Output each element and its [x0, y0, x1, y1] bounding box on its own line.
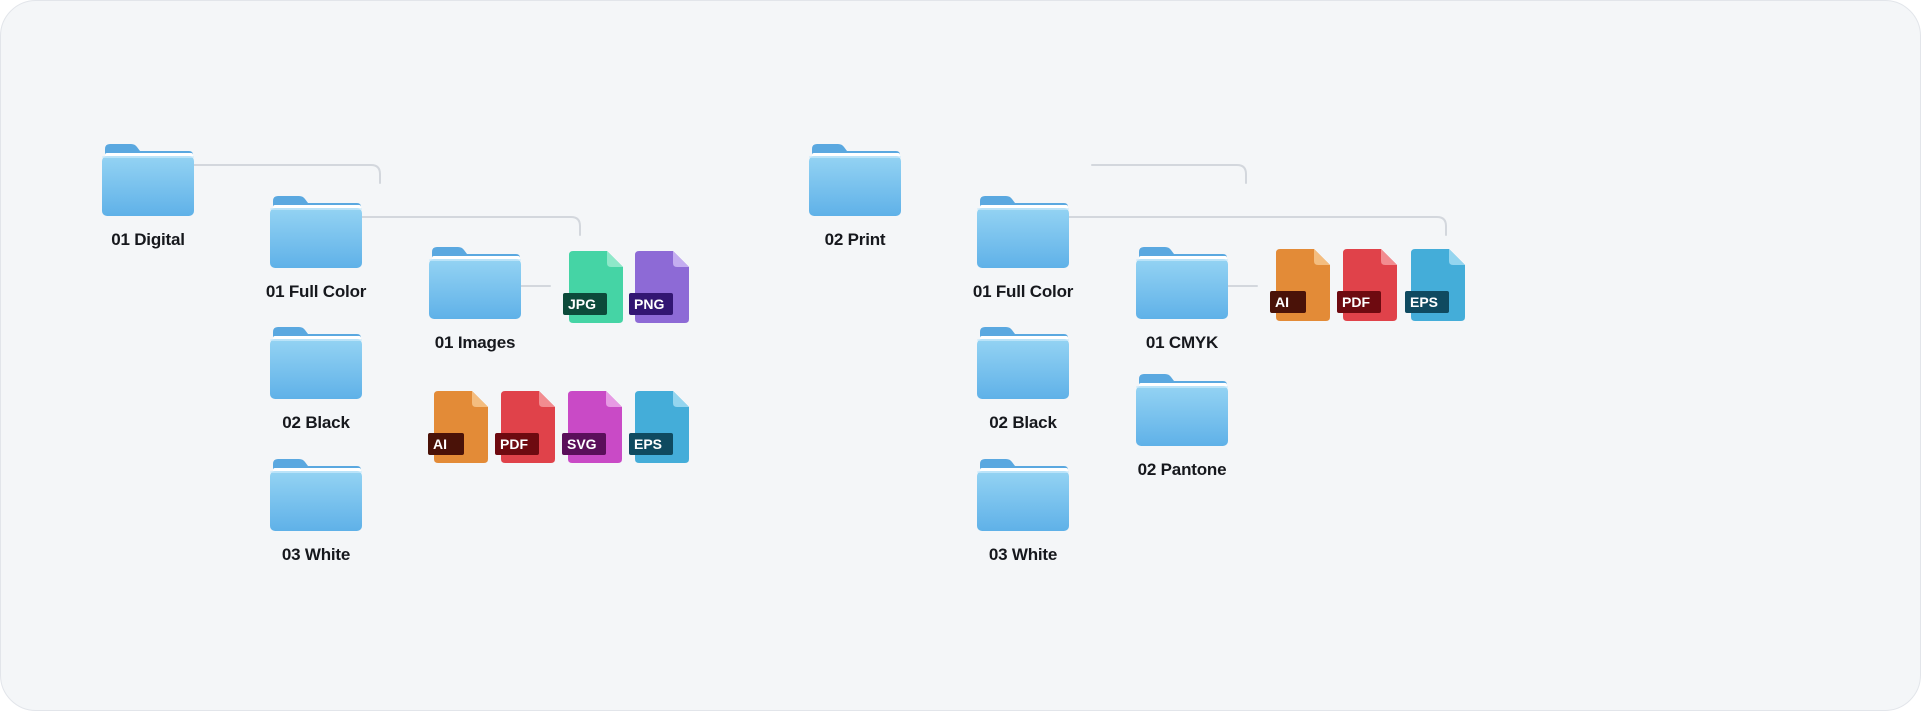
- file-badge: [562, 433, 606, 455]
- file-badge: [1337, 291, 1381, 313]
- file-badge: [1405, 291, 1449, 313]
- pdf-file-icon[interactable]: PDF: [1337, 247, 1399, 323]
- folder-label: 01 Digital: [111, 230, 185, 249]
- svg-file-icon[interactable]: SVG: [562, 389, 624, 465]
- folder-label: 01 Full Color: [265, 282, 367, 301]
- connector-line: [185, 164, 381, 184]
- file-badge: [563, 293, 607, 315]
- png-file-icon[interactable]: PNG: [629, 249, 691, 325]
- folder-icon: [977, 196, 1069, 268]
- connector-line: [1061, 216, 1447, 236]
- folder-icon: [429, 247, 521, 319]
- file-extension: AI: [1275, 294, 1289, 310]
- folder-icon: [102, 144, 194, 216]
- connector-line: [354, 216, 581, 236]
- folder-icon: [270, 196, 362, 268]
- folder-label: 01 Images: [434, 333, 516, 352]
- folder-icon: [977, 459, 1069, 531]
- folder-icon: [809, 144, 901, 216]
- folder-label: 02 Print: [824, 230, 886, 249]
- file-badge: [495, 433, 539, 455]
- folder-label: 02 Black: [989, 413, 1057, 432]
- file-badge: [629, 433, 673, 455]
- folder-icon: [1136, 247, 1228, 319]
- file-extension: EPS: [1410, 294, 1438, 310]
- ai-file-icon[interactable]: AI: [1270, 247, 1332, 323]
- folder-label: 01 Full Color: [972, 282, 1074, 301]
- file-extension: EPS: [634, 436, 662, 452]
- folder-label: 02 Black: [282, 413, 350, 432]
- connector-line: [1091, 164, 1247, 184]
- folder-label: 03 White: [281, 545, 351, 564]
- folder-icon: [270, 327, 362, 399]
- file-extension: AI: [433, 436, 447, 452]
- file-extension: JPG: [568, 296, 596, 312]
- folder-icon: [977, 327, 1069, 399]
- pdf-file-icon[interactable]: PDF: [495, 389, 557, 465]
- ai-file-icon[interactable]: AI: [428, 389, 490, 465]
- folder-icon: [1136, 374, 1228, 446]
- eps-file-icon[interactable]: EPS: [1405, 247, 1467, 323]
- jpg-file-icon[interactable]: JPG: [563, 249, 625, 325]
- folder-icon: [270, 459, 362, 531]
- file-extension: PDF: [500, 436, 528, 452]
- file-badge: [1270, 291, 1306, 313]
- file-extension: SVG: [567, 436, 597, 452]
- folder-label: 03 White: [988, 545, 1058, 564]
- folder-label: 01 CMYK: [1145, 333, 1219, 352]
- file-badge: [428, 433, 464, 455]
- folder-label: 02 Pantone: [1137, 460, 1227, 479]
- file-extension: PNG: [634, 296, 664, 312]
- eps-file-icon[interactable]: EPS: [629, 389, 691, 465]
- file-badge: [629, 293, 673, 315]
- file-extension: PDF: [1342, 294, 1370, 310]
